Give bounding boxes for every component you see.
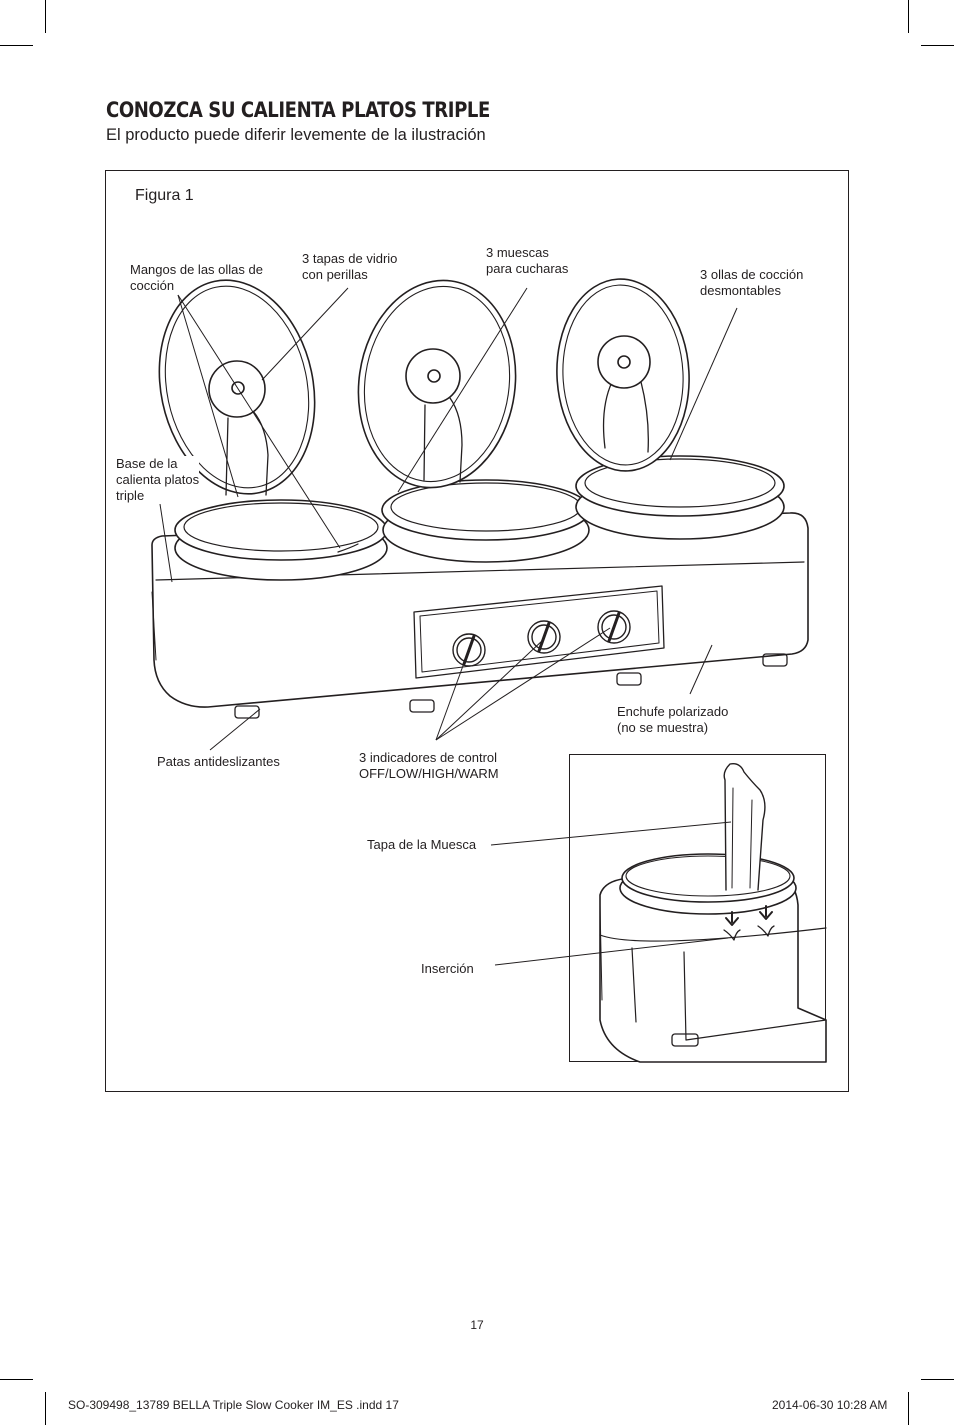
callout-notches: 3 muescas para cucharas [486, 245, 569, 276]
callout-plug: Enchufe polarizado (no se muestra) [617, 704, 729, 735]
leader-line [490, 821, 732, 846]
leader-line [261, 287, 349, 381]
page-title: CONOZCA SU CALIENTA PLATOS TRIPLE [106, 98, 490, 122]
callout-handles: Mangos de las ollas de cocción [130, 262, 263, 293]
crop-mark [0, 45, 33, 46]
crop-mark [0, 1379, 33, 1380]
leader-line [177, 294, 341, 549]
callout-base: Base de la calienta platos triple [116, 456, 200, 504]
crop-mark [45, 0, 46, 33]
crop-mark [908, 0, 909, 33]
callout-notch-lid: Tapa de la Muesca [367, 837, 477, 852]
leader-line [159, 503, 173, 583]
leader-line [669, 307, 738, 461]
page-subtitle: El producto puede diferir levemente de l… [106, 126, 486, 144]
crop-mark [45, 1392, 46, 1425]
slug-file-info: SO-309498_13789 BELLA Triple Slow Cooker… [68, 1398, 399, 1412]
leader-line [177, 294, 239, 498]
callout-feet: Patas antideslizantes [157, 754, 280, 769]
slug-timestamp: 2014-06-30 10:28 AM [772, 1398, 888, 1412]
callout-crocks: 3 ollas de cocción desmontables [700, 267, 804, 298]
leader-line [689, 644, 713, 695]
leader-line [435, 651, 469, 741]
leader-line [494, 937, 729, 966]
leader-line [435, 639, 544, 741]
callout-insertion: Inserción [421, 961, 474, 976]
crop-mark [921, 45, 954, 46]
callout-lids: 3 tapas de vidrio con perillas [302, 251, 398, 282]
callout-controls: 3 indicadores de control OFF/LOW/HIGH/WA… [359, 750, 499, 781]
figure-label: Figura 1 [135, 187, 194, 204]
crop-mark [921, 1379, 954, 1380]
page-number: 17 [470, 1318, 484, 1332]
leader-line [435, 627, 611, 741]
figure-frame [105, 170, 849, 1092]
crop-mark [908, 1392, 909, 1425]
leader-line [397, 287, 528, 493]
leader-line [209, 708, 261, 751]
